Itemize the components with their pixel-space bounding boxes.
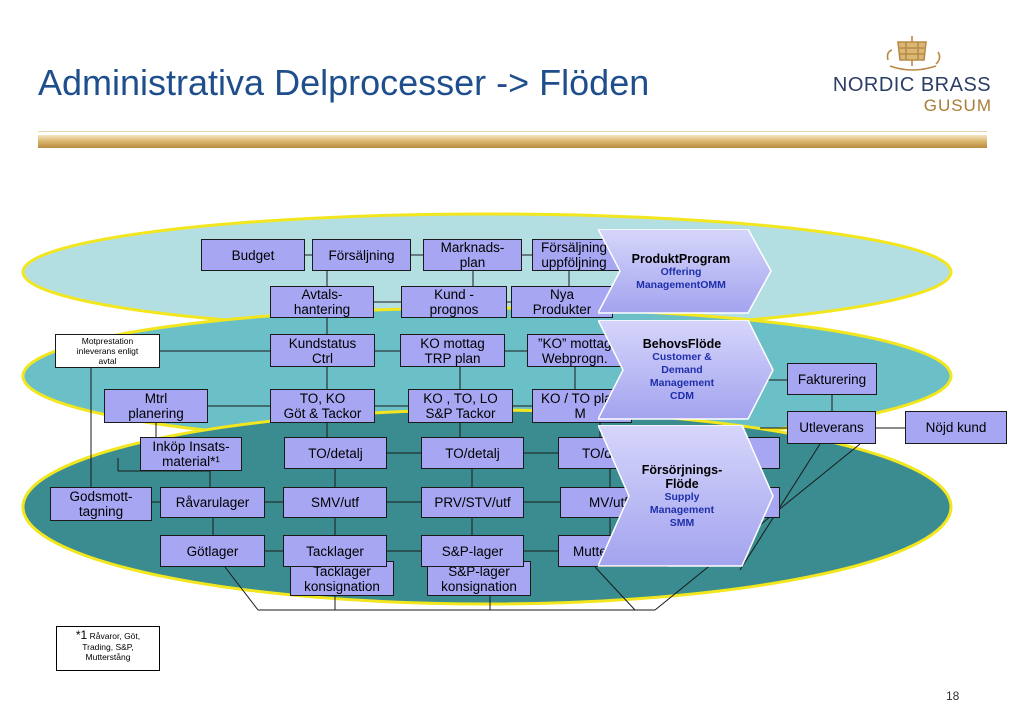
box-godsmottagning: Godsmott- tagning: [50, 487, 152, 521]
box-ko-mottag-trp: KO mottag TRP plan: [400, 334, 505, 367]
box-ko-to-lo: KO , TO, LO S&P Tackor: [408, 389, 513, 423]
slide-title: Administrativa Delprocesser -> Flöden: [38, 62, 650, 103]
chevron-shape: [598, 229, 772, 314]
box-sp-lager: S&P-lager: [421, 535, 524, 567]
box-ravarulager: Råvarulager: [160, 487, 265, 518]
box-mtrl-planering: Mtrl planering: [104, 389, 208, 423]
page-number: 18: [946, 689, 960, 703]
title-divider-bar: [38, 135, 987, 148]
logo-text-gusum: GUSUM: [923, 96, 992, 115]
box-to-detalj-2: TO/detalj: [421, 437, 524, 469]
chevron-behovsflode-title: BehovsFlöde: [642, 337, 722, 351]
chevron-produktprogram: ProduktProgram Offering ManagementOMM: [598, 229, 772, 314]
box-inkop-insatsmaterial: Inköp Insats- material*¹: [140, 437, 242, 471]
box-kundstatus: Kundstatus Ctrl: [270, 334, 375, 367]
nordic-brass-logo: NORDIC BRASS GUSUM: [832, 30, 992, 124]
box-kundprognos: Kund - prognos: [401, 286, 507, 318]
chevron-forsorjningsflode-title: Försörjnings- Flöde: [641, 462, 723, 491]
chevron-forsorjningsflode-subtitle: Supply Management SMM: [649, 490, 715, 529]
box-marknadsplan: Marknads- plan: [423, 239, 522, 271]
box-nojd-kund: Nöjd kund: [905, 411, 1007, 444]
box-budget: Budget: [201, 239, 305, 271]
chevron-produktprogram-subtitle: Offering ManagementOMM: [636, 265, 726, 291]
box-ko-mottag-webprogn: ”KO” mottag Webprogn.: [527, 334, 627, 367]
box-motprestation: Motprestation inleverans enligt avtal: [55, 334, 160, 368]
chevron-behovsflode: BehovsFlöde Customer & Demand Management…: [598, 320, 774, 420]
chevron-forsorjningsflode: Försörjnings- Flöde Supply Management SM…: [598, 425, 774, 567]
footnote-box: *1 Råvaror, Göt, Trading, S&P, Mutterstå…: [56, 626, 160, 671]
box-nya-produkter: Nya Produkter: [511, 286, 613, 318]
box-gotlager: Götlager: [160, 535, 265, 567]
box-fakturering: Fakturering: [787, 363, 877, 395]
chevron-produktprogram-title: ProduktProgram: [631, 251, 731, 266]
box-to-detalj-1: TO/detalj: [284, 437, 387, 469]
box-avtalshantering: Avtals- hantering: [270, 286, 374, 318]
viking-ship-icon: [886, 36, 941, 71]
box-prv-stv-utf: PRV/STV/utf: [421, 487, 524, 518]
footnote-text: Råvaror, Göt, Trading, S&P, Mutterstång: [82, 631, 141, 662]
title-divider-top: [38, 131, 987, 132]
box-to-ko: TO, KO Göt & Tackor: [270, 389, 375, 423]
box-forsaljning: Försäljning: [312, 239, 411, 271]
chevron-shape: [598, 320, 774, 420]
box-tacklager: Tacklager: [283, 535, 387, 567]
chevron-shape: [598, 425, 774, 567]
box-smv-utf: SMV/utf: [283, 487, 387, 518]
footnote-marker: *1: [75, 628, 88, 642]
box-utleverans: Utleverans: [787, 411, 876, 444]
chevron-behovsflode-subtitle: Customer & Demand Management CDM: [649, 351, 715, 402]
logo-text-nordic-brass: NORDIC BRASS: [832, 74, 992, 96]
